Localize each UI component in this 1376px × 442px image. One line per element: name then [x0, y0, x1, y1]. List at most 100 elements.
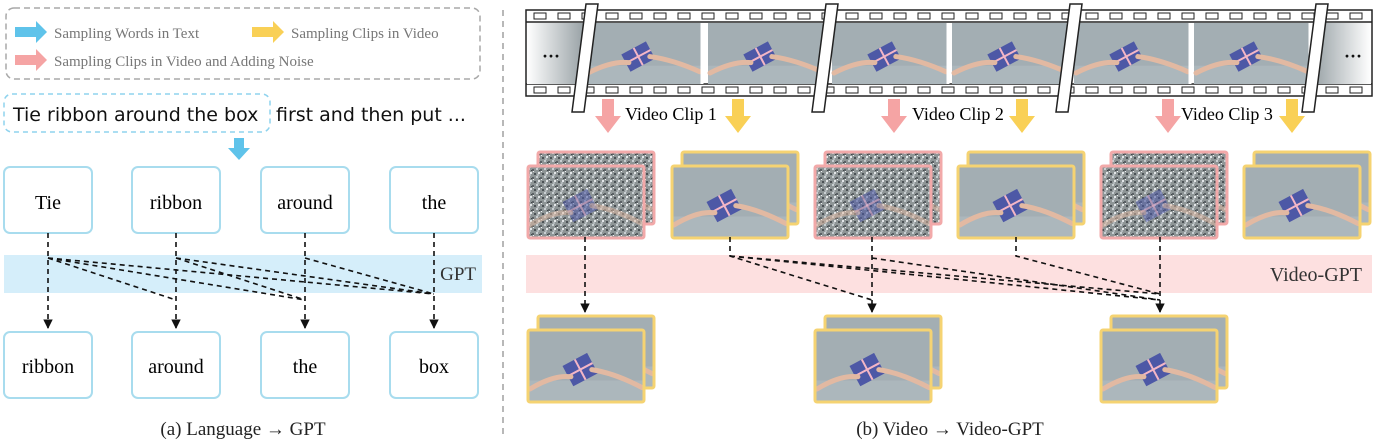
- film-strip: ··· ···: [525, 3, 1373, 113]
- sprocket-hole: [1277, 12, 1291, 20]
- sprocket-hole: [533, 12, 547, 20]
- clip-cut-markers: [571, 3, 1329, 113]
- sprocket-hole: [965, 12, 979, 20]
- output-token-box: [260, 331, 350, 399]
- hand-left: [814, 374, 861, 392]
- sprocket-hole: [941, 86, 955, 94]
- sprocket-hole: [701, 86, 715, 94]
- sprocket-hole: [557, 86, 571, 94]
- video-gpt-band-label: Video-GPT: [1270, 264, 1362, 286]
- legend-label-clips: Sampling Clips in Video: [291, 26, 439, 42]
- hand-right: [1255, 54, 1311, 75]
- clip-frame-front: [670, 164, 790, 240]
- input-token: Tie: [35, 192, 61, 214]
- clip-frame-front: [813, 164, 933, 240]
- legend-arrow-yellow: [252, 21, 284, 43]
- output-token: the: [293, 356, 318, 378]
- sprocket-hole: [773, 86, 787, 94]
- film-ellipsis-left: ···: [542, 46, 560, 66]
- hand-left: [1100, 374, 1147, 392]
- sprocket-hole: [653, 86, 667, 94]
- sprocket-hole: [845, 12, 859, 20]
- yellow-down-arrow: [725, 99, 751, 133]
- sprocket-hole: [1013, 86, 1027, 94]
- hand-left: [831, 59, 878, 76]
- hand-left: [1100, 210, 1147, 228]
- clip-frame-front: [956, 164, 1076, 240]
- sprocket-hole: [1133, 12, 1147, 20]
- clip-label-3: Video Clip 3: [1181, 104, 1273, 124]
- sprocket-hole: [893, 86, 907, 94]
- sprocket-hole: [989, 86, 1003, 94]
- sprocket-hole: [1325, 86, 1339, 94]
- sprocket-holes-top: [533, 12, 1363, 20]
- hand-right: [876, 203, 932, 227]
- pink-down-arrow: [1155, 99, 1181, 133]
- sprocket-hole: [1085, 12, 1099, 20]
- hand-left: [585, 59, 632, 76]
- input-token: the: [422, 192, 447, 214]
- film-frames: [585, 23, 1312, 84]
- sprocket-hole: [653, 12, 667, 20]
- sprocket-hole: [629, 12, 643, 20]
- hand-left: [527, 210, 574, 228]
- hand-right: [876, 367, 932, 391]
- sprocket-hole: [1157, 12, 1171, 20]
- legend-arrow-blue: [15, 21, 47, 43]
- clip-label-1: Video Clip 1: [625, 104, 717, 124]
- clip-frame-front: [1099, 328, 1219, 404]
- noisy-clip-stack-1: [526, 150, 656, 240]
- clip-frame-front: [1099, 164, 1219, 240]
- sprocket-hole: [725, 12, 739, 20]
- sprocket-hole: [1205, 12, 1219, 20]
- output-clip-stacks: [526, 314, 1229, 404]
- output-token-box: [389, 331, 479, 399]
- output-token-box: [3, 331, 93, 399]
- sprocket-hole: [1325, 12, 1339, 20]
- sprocket-hole: [605, 12, 619, 20]
- attention-lines: [43, 233, 439, 329]
- sprocket-hole: [941, 12, 955, 20]
- pink-down-arrow: [881, 99, 907, 133]
- hand-right: [589, 367, 645, 391]
- sprocket-hole: [917, 12, 931, 20]
- gpt-band-label: GPT: [440, 264, 476, 285]
- video-attention-lines: [580, 237, 1165, 313]
- clean-clip-stack-1: [670, 150, 800, 240]
- sentence-rest: first and then put ...: [276, 104, 466, 126]
- legend-label-noise: Sampling Clips in Video and Adding Noise: [54, 54, 314, 70]
- hand-right: [1135, 54, 1191, 75]
- hand-right: [1162, 203, 1218, 227]
- sprocket-hole: [1109, 12, 1123, 20]
- sprocket-hole: [1229, 12, 1243, 20]
- sprocket-hole: [1349, 86, 1363, 94]
- sprocket-hole: [917, 86, 931, 94]
- clip-frame-front: [526, 328, 646, 404]
- sprocket-hole: [557, 12, 571, 20]
- predicted-clip-stack-2: [813, 314, 943, 404]
- caption-b: (b) Video → Video-GPT: [856, 419, 1044, 440]
- film-frame: [707, 23, 825, 84]
- sprocket-hole: [773, 12, 787, 20]
- output-token: around: [148, 356, 204, 378]
- hand-right: [589, 203, 645, 227]
- sprocket-hole: [749, 12, 763, 20]
- video-gpt-band: [526, 255, 1372, 293]
- yellow-down-arrow: [1009, 99, 1035, 133]
- sprocket-hole: [965, 86, 979, 94]
- noisy-clip-stack-2: [813, 150, 943, 240]
- sprocket-hole: [1109, 86, 1123, 94]
- sprocket-hole: [749, 86, 763, 94]
- video-panel: ··· ··· Video Clip 1 Video Clip 2 Video …: [525, 3, 1373, 440]
- output-token: ribbon: [22, 356, 74, 378]
- pink-down-arrow: [595, 99, 621, 133]
- film-frame: [585, 23, 703, 84]
- down-arrow-blue: [228, 138, 250, 160]
- sprocket-hole: [845, 86, 859, 94]
- film-frame: [1193, 23, 1311, 84]
- film-ellipsis-right: ···: [1344, 46, 1362, 66]
- hand-right: [733, 203, 789, 227]
- hand-left: [707, 59, 754, 76]
- sprocket-hole: [1181, 86, 1195, 94]
